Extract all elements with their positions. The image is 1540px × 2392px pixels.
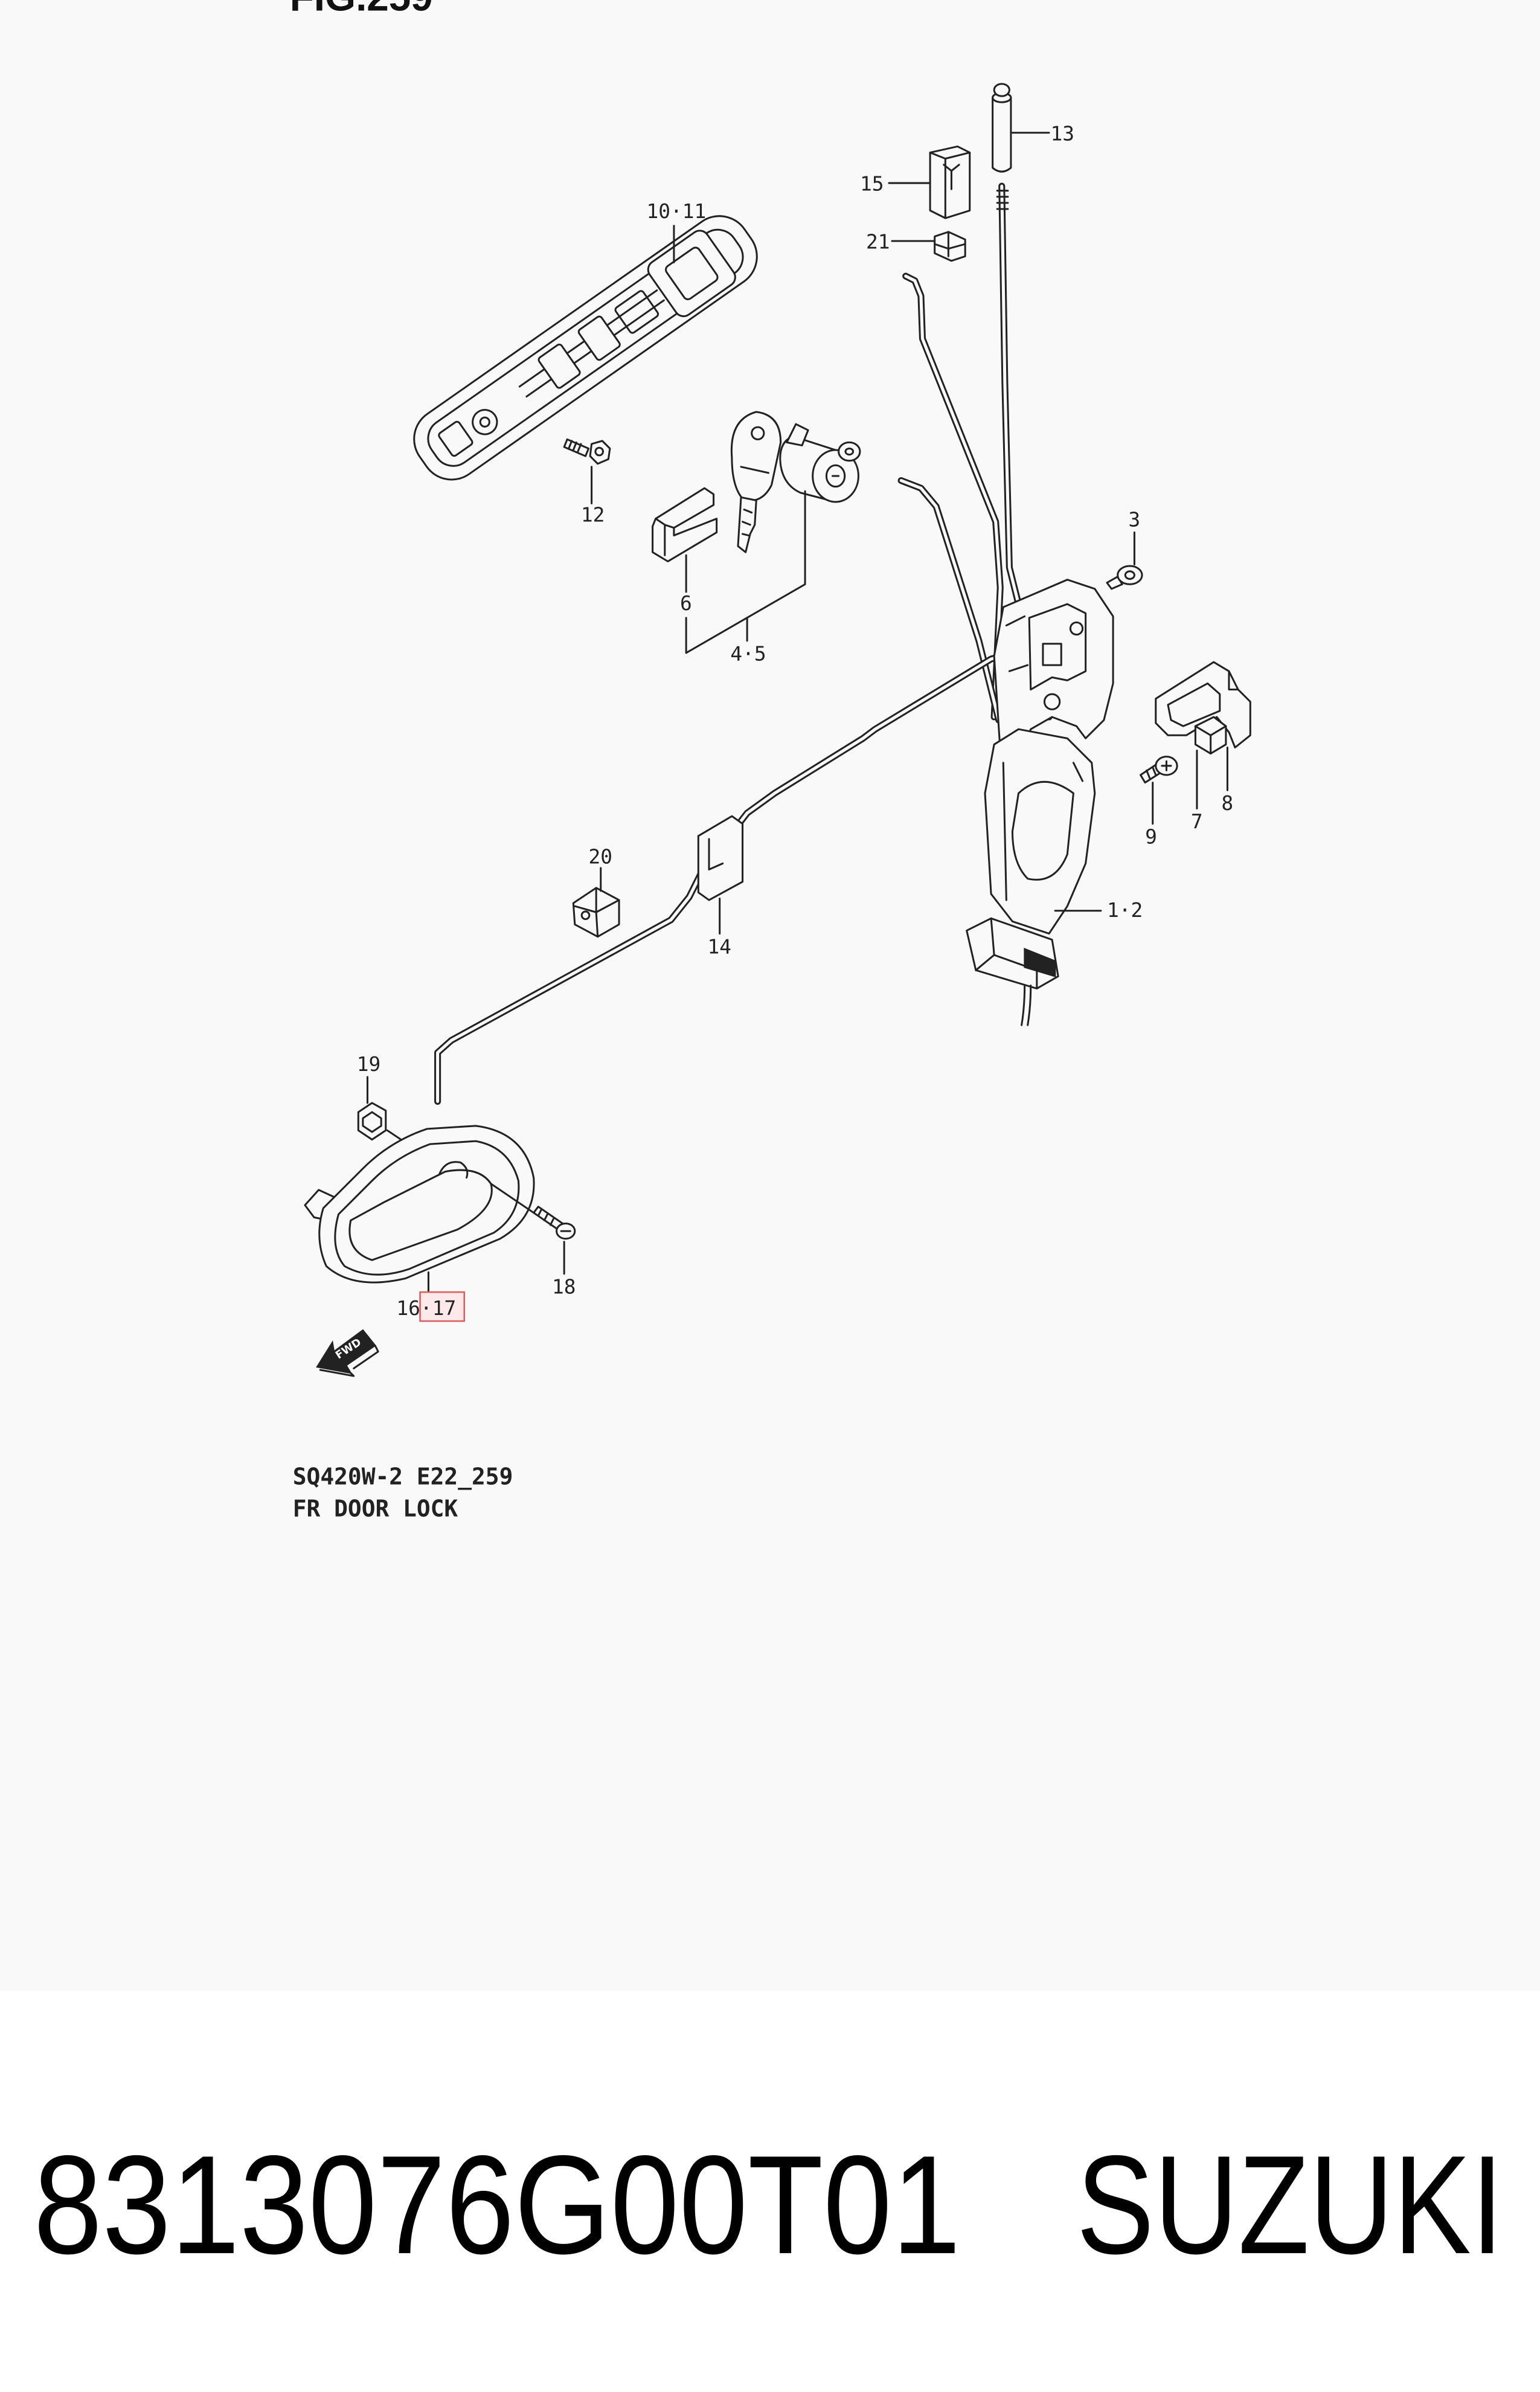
callout-21: 21 [866, 231, 890, 254]
callout-4-5: 4·5 [730, 643, 766, 666]
callout-12: 12 [581, 504, 605, 527]
rod-middle [897, 477, 1003, 724]
callout-3: 3 [1128, 508, 1140, 531]
callout-9: 9 [1145, 826, 1157, 849]
brand-name: SUZUKI [1076, 2127, 1503, 2283]
callout-17-highlight-box [419, 1291, 466, 1322]
callout-20: 20 [589, 845, 613, 868]
part-18-screw [490, 1183, 576, 1240]
callout-16-17: 16·17 [396, 1297, 456, 1320]
part-6-clip [652, 487, 718, 562]
part-10-11-outside-handle [413, 215, 758, 481]
callout-6: 6 [680, 592, 692, 615]
part-4-5-key [730, 411, 782, 553]
part-number: 8313076G00T01 [34, 2127, 961, 2283]
part-19-nut [357, 1102, 407, 1144]
diagram-title: FR DOOR LOCK [293, 1495, 458, 1522]
part-15-clip [929, 145, 971, 219]
callout-1-2: 1·2 [1107, 899, 1143, 922]
part-1-2-door-latch [966, 579, 1114, 1026]
part-14-clip [697, 815, 744, 901]
callout-7: 7 [1191, 810, 1203, 833]
part-9-screw [1140, 756, 1178, 784]
callout-8: 8 [1221, 792, 1233, 815]
fwd-direction-arrow-icon: FWD [316, 1329, 379, 1377]
diagram-code: SQ420W-2 E22_259 [293, 1463, 513, 1490]
rod-hooked-upper [902, 272, 1004, 721]
part-21-clip [934, 231, 966, 262]
part-16-17-inside-handle [304, 1125, 535, 1284]
callout-13: 13 [1051, 122, 1075, 145]
callout-18: 18 [552, 1276, 576, 1299]
part-13-rod-knob [992, 83, 1012, 173]
figure-number: FIG.259 [290, 0, 433, 19]
part-3-bolt [1106, 565, 1143, 590]
callout-14: 14 [707, 935, 731, 958]
part-7-bracket [1194, 716, 1227, 755]
part-12-bolt [563, 438, 611, 465]
part-20-clip [572, 887, 620, 938]
part-4-5-lock-cylinder [779, 423, 861, 503]
bracket-4-5 [685, 490, 806, 654]
callout-10-11: 10·11 [646, 200, 706, 223]
callout-15: 15 [860, 173, 884, 196]
callout-19: 19 [357, 1053, 381, 1076]
diagram-background [0, 0, 1540, 1991]
